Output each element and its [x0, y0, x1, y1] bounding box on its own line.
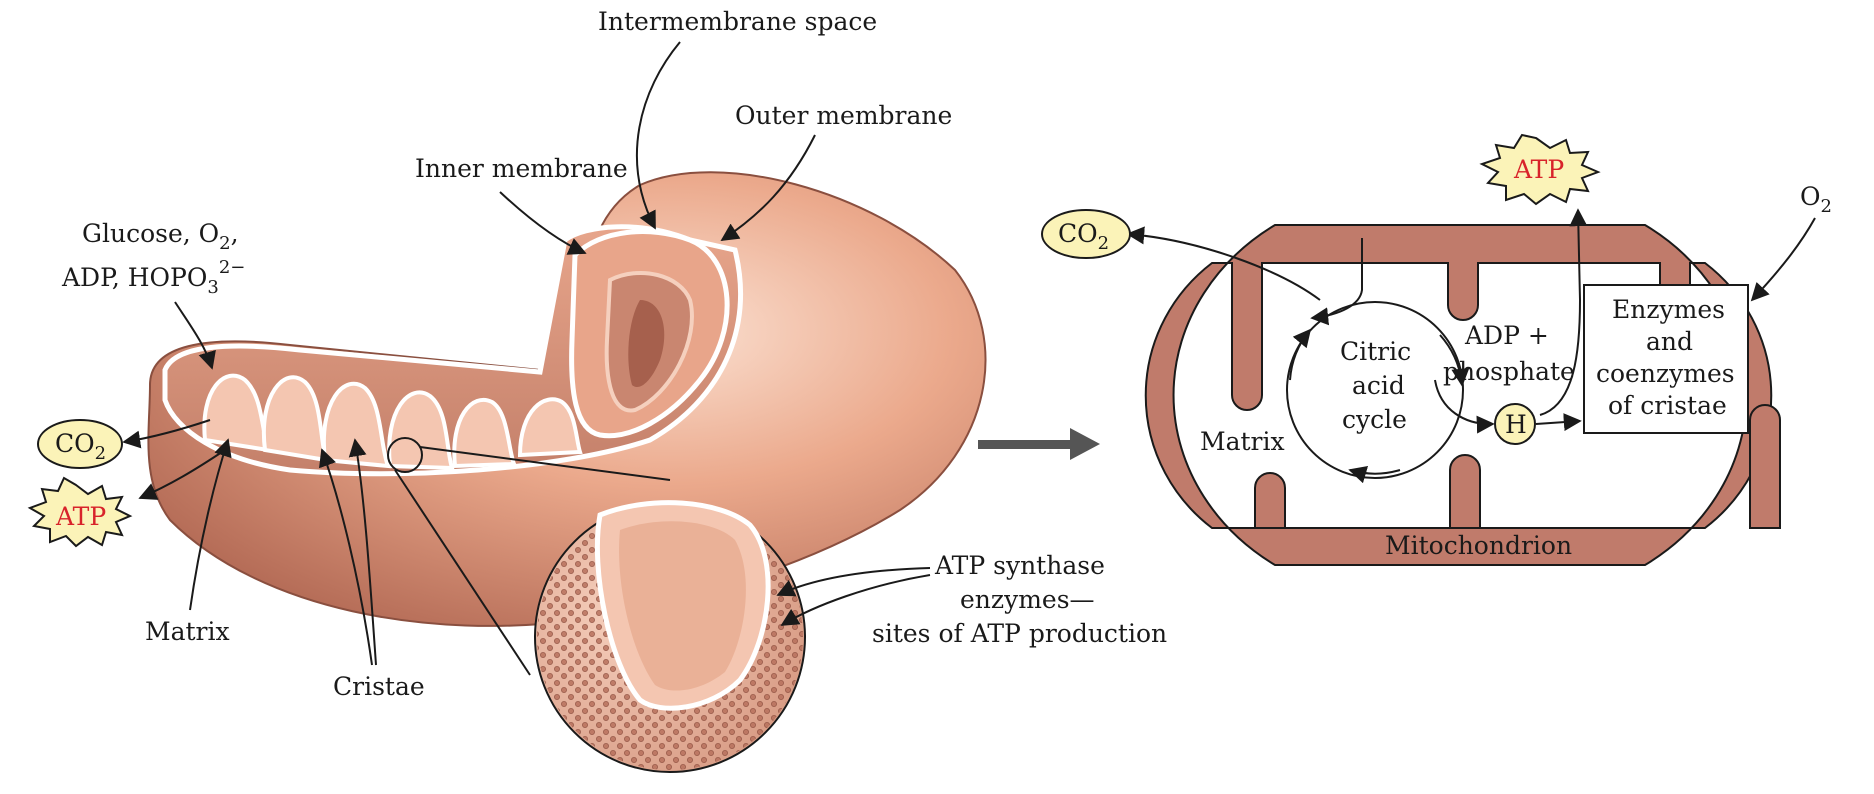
label-inputs-line1: Glucose, O2,	[82, 219, 239, 254]
enzymes-line1: Enzymes	[1612, 295, 1725, 324]
atp-synthase-zoom-inset	[535, 502, 805, 772]
enzymes-line2: and	[1646, 327, 1693, 356]
co2-badge-right: CO2	[1042, 210, 1130, 258]
label-outer-membrane: Outer membrane	[735, 101, 952, 130]
label-atp-synthase-line1: ATP synthase	[934, 551, 1105, 580]
label-intermembrane-space: Intermembrane space	[598, 7, 877, 36]
transition-arrow	[978, 428, 1100, 460]
adp-line2: phosphate	[1443, 357, 1575, 386]
atp-label-right: ATP	[1513, 155, 1564, 184]
enzymes-line3: coenzymes	[1596, 359, 1735, 388]
adp-line1: ADP +	[1464, 321, 1549, 350]
label-atp-synthase-line3: sites of ATP production	[872, 619, 1167, 648]
label-matrix-left: Matrix	[145, 617, 230, 646]
o2-label: O2	[1800, 182, 1832, 217]
h-circle: H	[1495, 404, 1535, 444]
label-atp-synthase-line2: enzymes—	[960, 585, 1095, 614]
label-cristae: Cristae	[333, 672, 425, 701]
label-inner-membrane: Inner membrane	[415, 154, 628, 183]
atp-label-left: ATP	[55, 502, 106, 531]
citric-line1: Citric	[1340, 337, 1411, 366]
atp-starburst-right: ATP	[1482, 135, 1598, 204]
enzymes-line4: of cristae	[1608, 391, 1727, 420]
label-mitochondrion: Mitochondrion	[1385, 531, 1572, 560]
enzymes-box: Enzymes and coenzymes of cristae	[1584, 285, 1748, 433]
svg-text:H: H	[1505, 410, 1527, 439]
label-inputs-line2: ADP, HOPO32−	[61, 257, 245, 298]
label-matrix-right: Matrix	[1200, 427, 1285, 456]
citric-line2: acid	[1352, 371, 1405, 400]
citric-line3: cycle	[1342, 405, 1407, 434]
co2-badge-left: CO2	[38, 420, 122, 468]
atp-starburst-left: ATP	[30, 478, 130, 546]
